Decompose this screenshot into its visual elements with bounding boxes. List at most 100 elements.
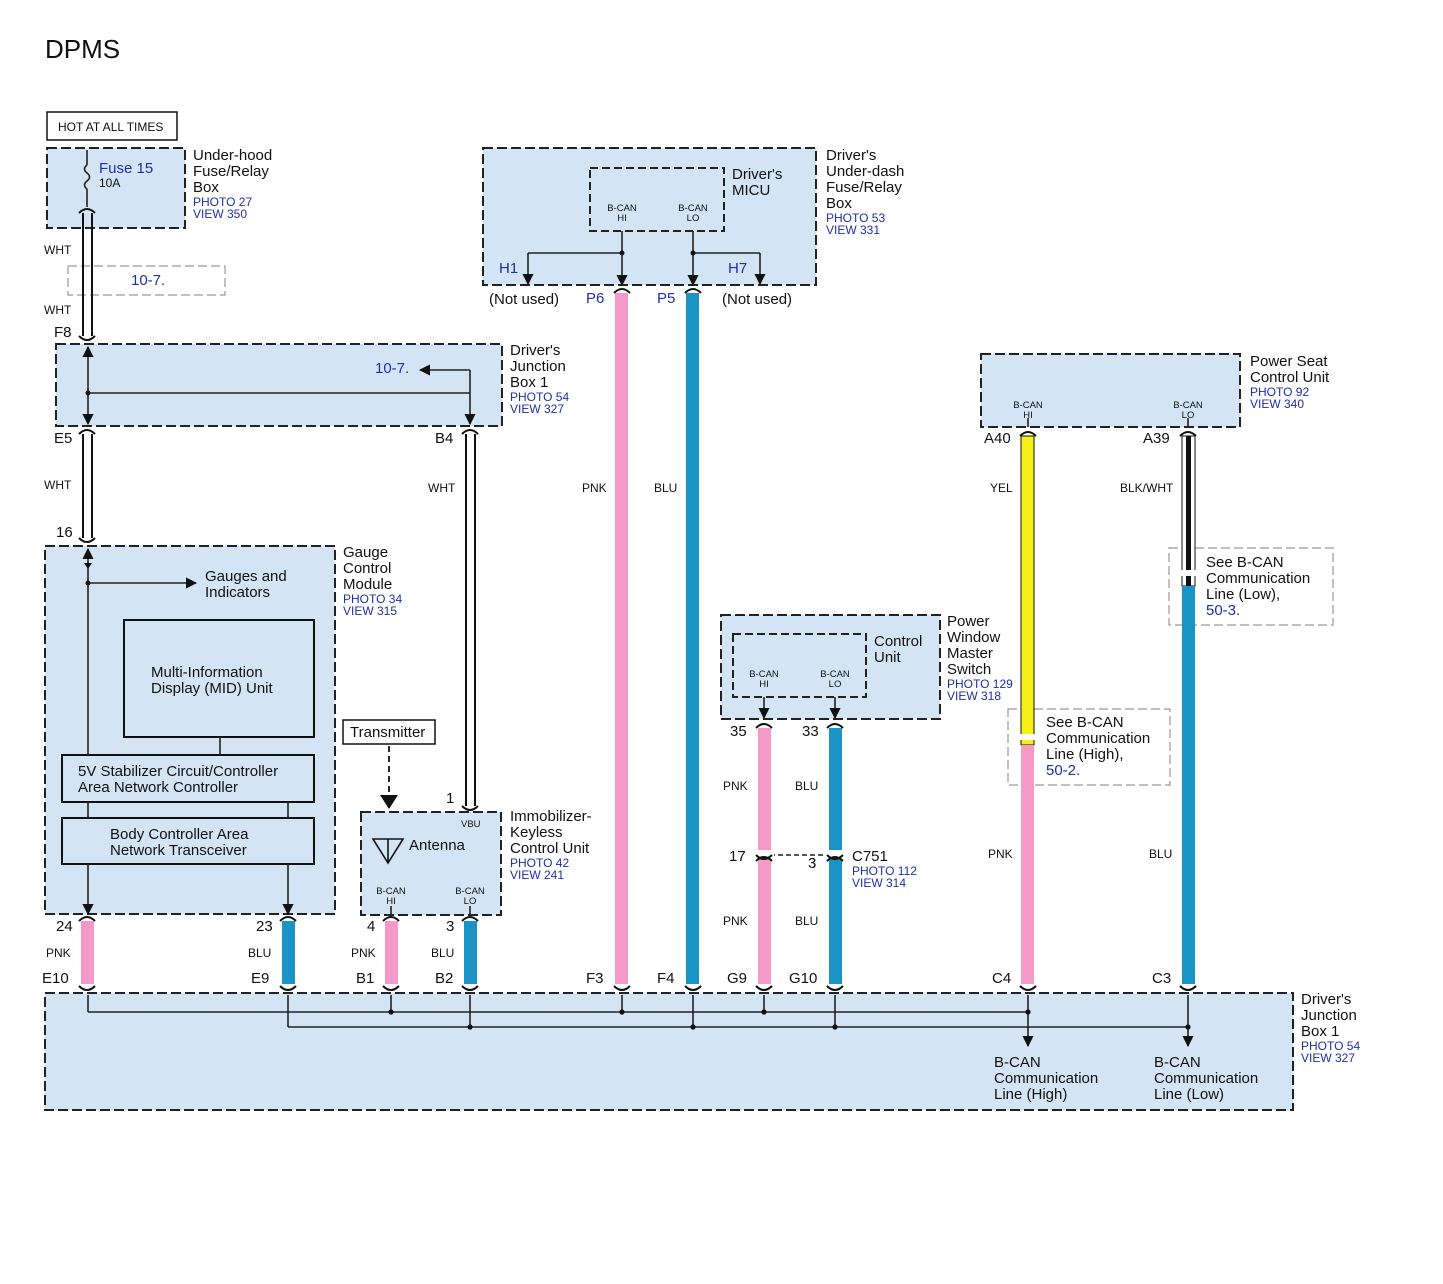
gauge-photo-link[interactable]: PHOTO 34 xyxy=(343,592,402,606)
micu-internal-lines xyxy=(522,231,766,287)
gauge-control-module-box xyxy=(44,545,336,915)
connector-cap xyxy=(279,985,297,991)
c751-photo-link[interactable]: PHOTO 112 xyxy=(852,864,917,878)
bcan-high-line-3: Line (High) xyxy=(994,1086,1067,1103)
gauge-name-2: Control xyxy=(343,560,391,577)
immob-photo-link[interactable]: PHOTO 42 xyxy=(510,856,569,870)
bcan-low-line-2: Communication xyxy=(1154,1070,1258,1087)
pwms-bcan-hi-1: B-CAN xyxy=(749,669,779,680)
fuse-symbol xyxy=(83,150,91,207)
jb-top-name-2: Junction xyxy=(510,358,566,375)
junction-bottom-bus xyxy=(87,995,1194,1048)
jb-top-photo-link[interactable]: PHOTO 54 xyxy=(510,390,569,404)
fuse-amp-label: 10A xyxy=(99,176,120,190)
jb-bottom-photo-link[interactable]: PHOTO 54 xyxy=(1301,1039,1360,1053)
immob-name-1: Immobilizer- xyxy=(510,808,592,825)
pin-f3: F3 xyxy=(586,970,604,987)
connector-cap xyxy=(78,208,96,214)
gauge-internal-lines xyxy=(82,547,294,916)
connector-cap xyxy=(755,985,773,991)
pwms-name-3: Master xyxy=(947,645,993,662)
power-seat-bcan-hi-2: HI xyxy=(1023,410,1033,421)
connector-cap xyxy=(78,916,96,922)
c751-view-link[interactable]: VIEW 314 xyxy=(852,876,906,890)
jb-bottom-name-3: Box 1 xyxy=(1301,1023,1339,1040)
transmitter-arrow-icon xyxy=(380,795,398,809)
pwms-control-unit-inner-box xyxy=(732,633,867,698)
underhood-name-3: Box xyxy=(193,179,219,196)
underhood-photo-link[interactable]: PHOTO 27 xyxy=(193,195,252,209)
wire-blu-p5-f4 xyxy=(686,293,699,984)
wire-label-wht-3: WHT xyxy=(44,478,72,492)
pwms-bcan-lo-1: B-CAN xyxy=(820,669,850,680)
ref-10-7-junction-link[interactable]: 10-7. xyxy=(375,360,409,377)
bcan-low-line-3: Line (Low) xyxy=(1154,1086,1224,1103)
wire-pnk-p6-f3 xyxy=(615,293,628,984)
note-low-line-2: Communication xyxy=(1206,570,1310,587)
note-high-line-2: Communication xyxy=(1046,730,1150,747)
power-seat-view-link[interactable]: VIEW 340 xyxy=(1250,397,1304,411)
underdash-photo-link[interactable]: PHOTO 53 xyxy=(826,211,885,225)
wire-label-blu-33: BLU xyxy=(795,779,818,793)
junction-box-top xyxy=(55,343,503,427)
pwms-view-link[interactable]: VIEW 318 xyxy=(947,689,1001,703)
note-low-line-3: Line (Low), xyxy=(1206,586,1280,603)
underdash-name-1: Driver's xyxy=(826,147,876,164)
pin-35: 35 xyxy=(730,723,747,740)
gauge-view-link[interactable]: VIEW 315 xyxy=(343,604,397,618)
wire-label-pnk-24: PNK xyxy=(46,946,71,960)
underdash-name-3: Fuse/Relay xyxy=(826,179,902,196)
wire-label-blu-23: BLU xyxy=(248,946,271,960)
immob-internal-lines xyxy=(390,906,471,914)
pin-e10: E10 xyxy=(42,970,69,987)
note-low-ref-link[interactable]: 50-3. xyxy=(1206,602,1240,619)
underhood-name-1: Under-hood xyxy=(193,147,272,164)
underdash-view-link[interactable]: VIEW 331 xyxy=(826,223,880,237)
note-high-line-3: Line (High), xyxy=(1046,746,1124,763)
jb-top-view-link[interactable]: VIEW 327 xyxy=(510,402,564,416)
wire-label-pnk-4: PNK xyxy=(351,946,376,960)
micu-bcan-hi-1: B-CAN xyxy=(607,203,637,214)
wire-label-blu-c3: BLU xyxy=(1149,847,1172,861)
pin-16: 16 xyxy=(56,524,73,541)
wire-label-pnk-p6: PNK xyxy=(582,481,607,495)
micu-label-1: Driver's xyxy=(732,166,782,183)
wire-wht-fuse-to-f8 xyxy=(82,213,93,336)
body-transceiver-box xyxy=(61,817,315,865)
fuse-15-label: Fuse 15 xyxy=(99,160,153,177)
pwms-photo-link[interactable]: PHOTO 129 xyxy=(947,677,1013,691)
connector-cap xyxy=(613,288,631,294)
jb-bottom-name-2: Junction xyxy=(1301,1007,1357,1024)
connector-cap xyxy=(1019,985,1037,991)
immob-view-link[interactable]: VIEW 241 xyxy=(510,868,564,882)
immob-bcan-hi-2: HI xyxy=(386,896,396,907)
wire-label-pnk-c4: PNK xyxy=(988,847,1013,861)
underhood-view-link[interactable]: VIEW 350 xyxy=(193,207,247,221)
note-high-ref-link[interactable]: 50-2. xyxy=(1046,762,1080,779)
power-seat-photo-link[interactable]: PHOTO 92 xyxy=(1250,385,1309,399)
wire-pnk-4-b1 xyxy=(385,921,398,984)
wire-blkwht-a39-c3 xyxy=(1181,435,1196,984)
connector-cap xyxy=(461,805,479,811)
ref-10-7-top-link[interactable]: 10-7. xyxy=(131,272,165,289)
diagram-title: DPMS xyxy=(45,34,120,64)
wire-blu-3-b2 xyxy=(464,921,477,984)
wire-wht-e5-to-16 xyxy=(82,434,93,538)
connector-cap xyxy=(461,429,479,435)
antenna-label: Antenna xyxy=(409,837,466,854)
connector-cap xyxy=(826,854,844,860)
pin-17: 17 xyxy=(729,848,746,865)
pwms-name-2: Window xyxy=(947,629,1001,646)
wire-blu-23-e9 xyxy=(282,921,295,984)
jb-top-name-3: Box 1 xyxy=(510,374,548,391)
connector-cap xyxy=(382,916,400,922)
connector-cap xyxy=(1019,431,1037,437)
break-marker-c3 xyxy=(1180,570,1197,576)
jb-bottom-view-link[interactable]: VIEW 327 xyxy=(1301,1051,1355,1065)
antenna-icon xyxy=(371,838,405,865)
body-transceiver-label-1: Body Controller Area xyxy=(110,826,249,843)
pin-b1: B1 xyxy=(356,970,374,987)
power-seat-name-1: Power Seat xyxy=(1250,353,1328,370)
pwms-bcan-lo-2: LO xyxy=(829,679,842,690)
stabilizer-label-2: Area Network Controller xyxy=(78,779,238,796)
